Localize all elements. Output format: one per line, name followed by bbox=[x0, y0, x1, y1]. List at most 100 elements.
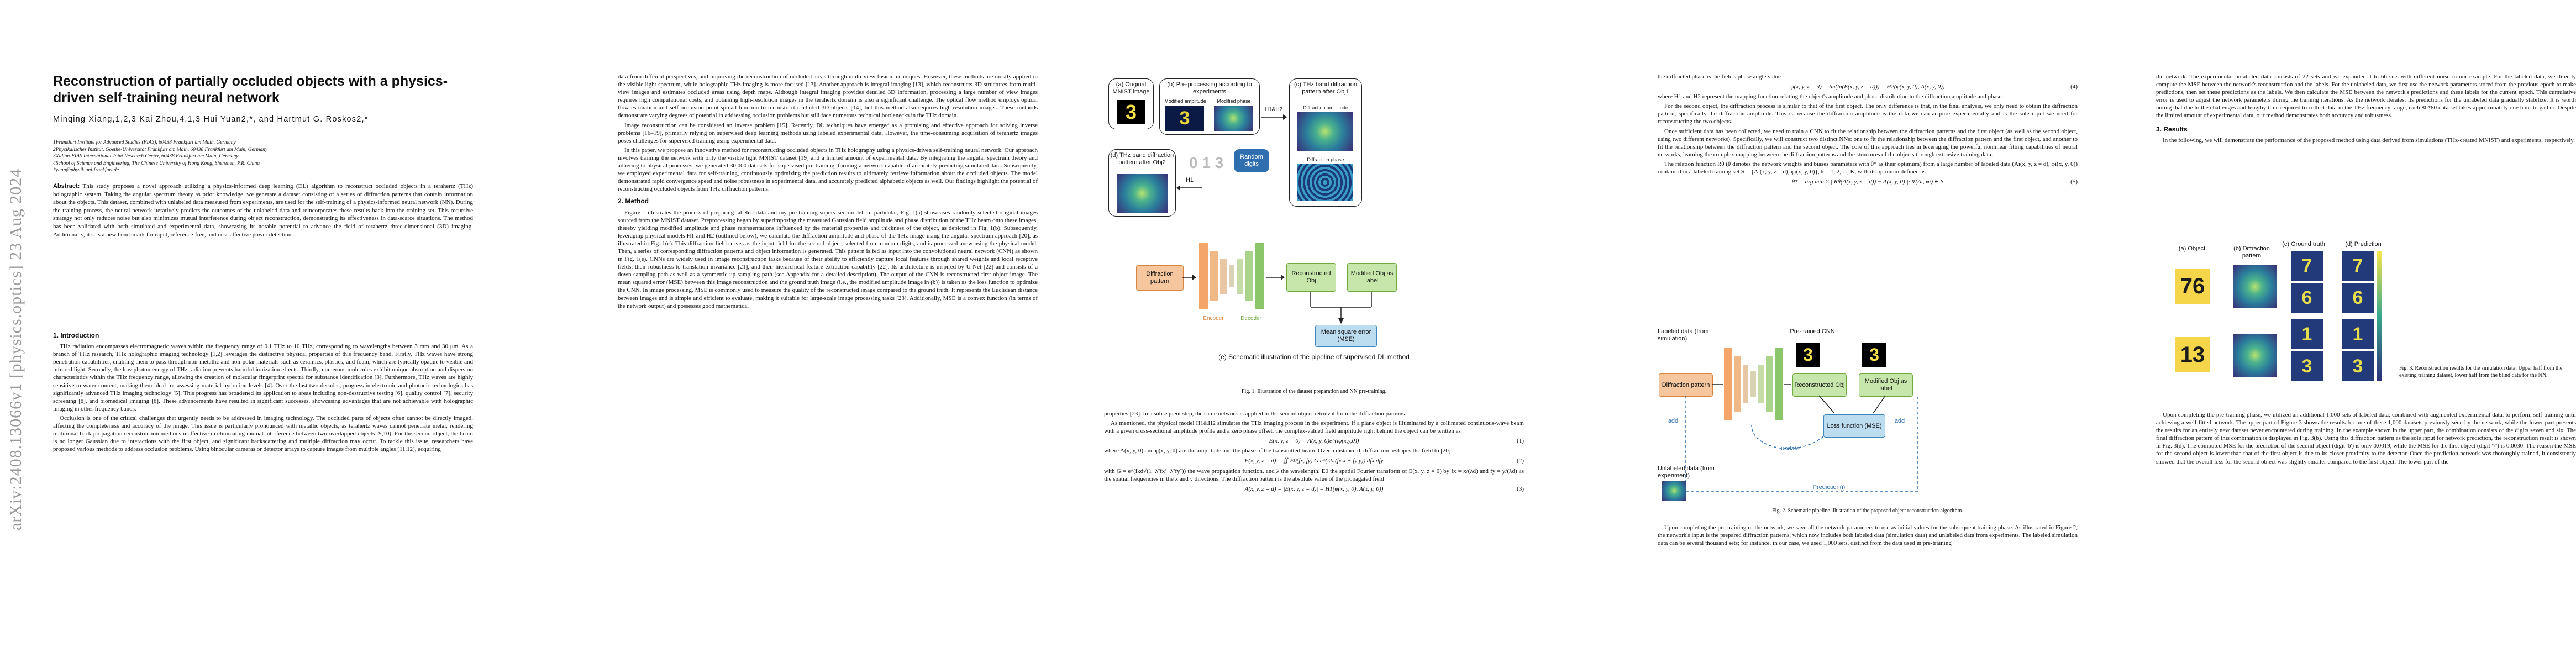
affiliation: 3Xidian-FIAS International Joint Researc… bbox=[53, 154, 239, 159]
prediction-image: 1 bbox=[2342, 319, 2374, 349]
paragraph: THz radiation encompasses electromagneti… bbox=[53, 343, 473, 412]
paragraph: properties [23]. In a subsequent step, t… bbox=[1104, 411, 1407, 417]
affiliations: 1Frankfurt Institute for Advanced Studie… bbox=[53, 139, 473, 174]
equation: A(x, y, z = d) = |E(x, y, z = d)| = H1(φ… bbox=[1244, 485, 1384, 492]
modified-obj-label-node: Modified Obj as label bbox=[1347, 263, 1397, 292]
amp-label: Modified amplitude bbox=[1164, 98, 1206, 104]
decoder-layer bbox=[1245, 251, 1253, 301]
abstract-label: Abstract: bbox=[53, 183, 80, 190]
equation-4: φ(x, y, z = d) = Im(ln(E(x, y, z = d))) … bbox=[1658, 83, 2078, 91]
paragraph: Image reconstruction can be considered a… bbox=[618, 122, 1038, 144]
diffraction-pattern-image bbox=[2233, 265, 2277, 308]
section-heading: 1. Introduction bbox=[53, 332, 99, 339]
encoder-layer bbox=[1743, 365, 1748, 403]
panel-original: (a) Original MNIST image 3 bbox=[1108, 78, 1154, 129]
paragraph: where H1 and H2 represent the mapping fu… bbox=[1658, 93, 2004, 101]
reconstructed-obj-node: Reconstructed Obj bbox=[1792, 373, 1847, 397]
diffraction-amplitude-image bbox=[1297, 112, 1353, 151]
contact-email[interactable]: *yuan@physik.uni-frankfurt.de bbox=[53, 167, 119, 173]
equation-number: (5) bbox=[2070, 178, 2078, 186]
column-2: data from different perspectives, and im… bbox=[618, 73, 1038, 312]
add-label: add bbox=[1668, 418, 1679, 424]
equation-5: θ* = arg min Σ ||Rθ(A(x, y, z = d)) − A(… bbox=[1658, 178, 2078, 186]
paragraph: Occlusion is one of the critical challen… bbox=[53, 414, 473, 453]
decoder-layer bbox=[1237, 259, 1243, 294]
prediction-image: 3 bbox=[2342, 351, 2374, 381]
encoder-layer bbox=[1724, 348, 1732, 420]
column-5-bottom: Upon completing the pre-training phase, … bbox=[2156, 411, 2576, 467]
figure-caption: Fig. 3. Reconstruction results for the s… bbox=[2399, 365, 2563, 378]
paragraph: In the following, we will demonstrate th… bbox=[2163, 136, 2575, 144]
pipeline-arrows bbox=[1685, 384, 1918, 492]
mse-node: Mean square error (MSE) bbox=[1315, 325, 1377, 347]
paragraph: where A(x, y, 0) and φ(x, y, 0) are the … bbox=[1104, 448, 1451, 455]
amp-label: Diffraction amplitude bbox=[1303, 105, 1348, 110]
diffraction-pattern-node: Diffraction pattern bbox=[1659, 373, 1713, 397]
prediction-image: 7 bbox=[2342, 251, 2374, 281]
equation-number: (4) bbox=[2070, 83, 2078, 91]
affiliation: 2Physikalisches Institut, Goethe-Univers… bbox=[53, 146, 268, 152]
reconstructed-obj-node: Reconstructed Obj bbox=[1286, 263, 1336, 292]
prediction-label: Prediction(i) bbox=[1812, 484, 1846, 491]
modified-obj-label-node: Modified Obj as label bbox=[1859, 373, 1913, 397]
paragraph: Upon completing the pre-training phase, … bbox=[2156, 412, 2576, 465]
random-digit-stack: 0 1 3 bbox=[1189, 154, 1224, 171]
experimental-pattern-image bbox=[1662, 481, 1686, 501]
figure-3: (a) Object (b) Diffraction pattern (c) G… bbox=[2156, 238, 2576, 409]
panel-title: (c) THz band diffraction pattern after O… bbox=[1294, 81, 1357, 95]
equation: E(x, y, z = d) = ∬ E0(fx, fy) G e^(i2π(f… bbox=[1244, 457, 1384, 465]
column-header: (d) Prediction bbox=[2345, 241, 2382, 248]
encoder-layer bbox=[1199, 243, 1208, 309]
figure-caption: Fig. 2. Schematic pipeline illustration … bbox=[1772, 508, 1963, 514]
panel-preprocessing: (b) Pre-processing according to experime… bbox=[1159, 78, 1260, 135]
decoder-layer bbox=[1766, 356, 1773, 412]
arrow-icon bbox=[1266, 275, 1285, 280]
column-3-text: properties [23]. In a subsequent step, t… bbox=[1104, 410, 1524, 495]
column-header: (b) Diffraction pattern bbox=[2233, 245, 2270, 259]
paragraph: the network. The experimental unlabeled … bbox=[2156, 73, 2576, 119]
digit-image: 3 bbox=[1117, 100, 1145, 124]
modified-amplitude-image: 3 bbox=[1165, 106, 1204, 131]
loss-connector bbox=[1310, 292, 1372, 324]
paragraph: For the second object, the diffraction p… bbox=[1658, 103, 2078, 125]
arrow-icon bbox=[1182, 275, 1196, 280]
figure-2: Labeled data (from simulation) Diffracti… bbox=[1658, 320, 2078, 519]
phase-label: Modified phase bbox=[1217, 98, 1251, 104]
ground-truth-image: 6 bbox=[2291, 283, 2323, 313]
encoder-layer bbox=[1734, 356, 1741, 412]
diffraction-pattern-image bbox=[1117, 174, 1168, 213]
bottleneck-layer bbox=[1750, 371, 1756, 397]
panel-title: (b) Pre-processing according to experime… bbox=[1167, 81, 1252, 95]
equation-3: A(x, y, z = d) = |E(x, y, z = d)| = H1(φ… bbox=[1104, 485, 1524, 493]
h1h2-label: H1&H2 bbox=[1264, 107, 1283, 113]
column-5: the network. The experimental unlabeled … bbox=[2156, 73, 2576, 146]
decoder-layer bbox=[1255, 243, 1264, 309]
diffraction-phase-image bbox=[1297, 164, 1353, 201]
loss-function-node: Loss function (MSE) bbox=[1823, 414, 1885, 438]
equation-2: E(x, y, z = d) = ∬ E0(fx, fy) G e^(i2π(f… bbox=[1104, 457, 1524, 465]
equation-number: (2) bbox=[1517, 457, 1524, 465]
figure-caption: Fig. 1. Illustration of the dataset prep… bbox=[1241, 388, 1387, 394]
paragraph: data from different perspectives, and im… bbox=[618, 73, 1038, 119]
phase-label: Diffraction phase bbox=[1307, 157, 1344, 162]
encoder-label: Encoder bbox=[1203, 315, 1224, 322]
arrow-icon bbox=[1176, 185, 1202, 191]
ground-truth-image: 3 bbox=[2291, 351, 2323, 381]
column-4: the diffracted phase is the field's phas… bbox=[1658, 73, 2078, 188]
section-heading: 2. Method bbox=[618, 197, 649, 206]
unlabeled-data-label: Unlabeled data (from experiment) bbox=[1658, 465, 1715, 479]
equation-1: E(x, y, z = 0) = A(x, y, 0)e^(iφ(x,y,0))… bbox=[1104, 437, 1524, 445]
pretrained-cnn-label: Pre-trained CNN bbox=[1790, 328, 1835, 335]
h1-label: H1 bbox=[1185, 177, 1194, 183]
prediction-image: 6 bbox=[2342, 283, 2374, 313]
abstract-text: This study proposes a novel approach uti… bbox=[53, 183, 473, 238]
object-image: 76 bbox=[2175, 269, 2210, 304]
introduction-section: 1. Introduction THz radiation encompasse… bbox=[53, 332, 473, 455]
label-digit-image: 3 bbox=[1862, 343, 1886, 367]
subfigure-caption: (e) Schematic illustration of the pipeli… bbox=[1218, 353, 1410, 361]
paragraph: The relation function Rθ (θ denotes the … bbox=[1658, 160, 2078, 176]
arrow-icon bbox=[1261, 114, 1287, 120]
modified-phase-image bbox=[1214, 106, 1253, 131]
affiliation: 1Frankfurt Institute for Advanced Studie… bbox=[53, 140, 236, 145]
cnn-architecture bbox=[1199, 238, 1282, 315]
